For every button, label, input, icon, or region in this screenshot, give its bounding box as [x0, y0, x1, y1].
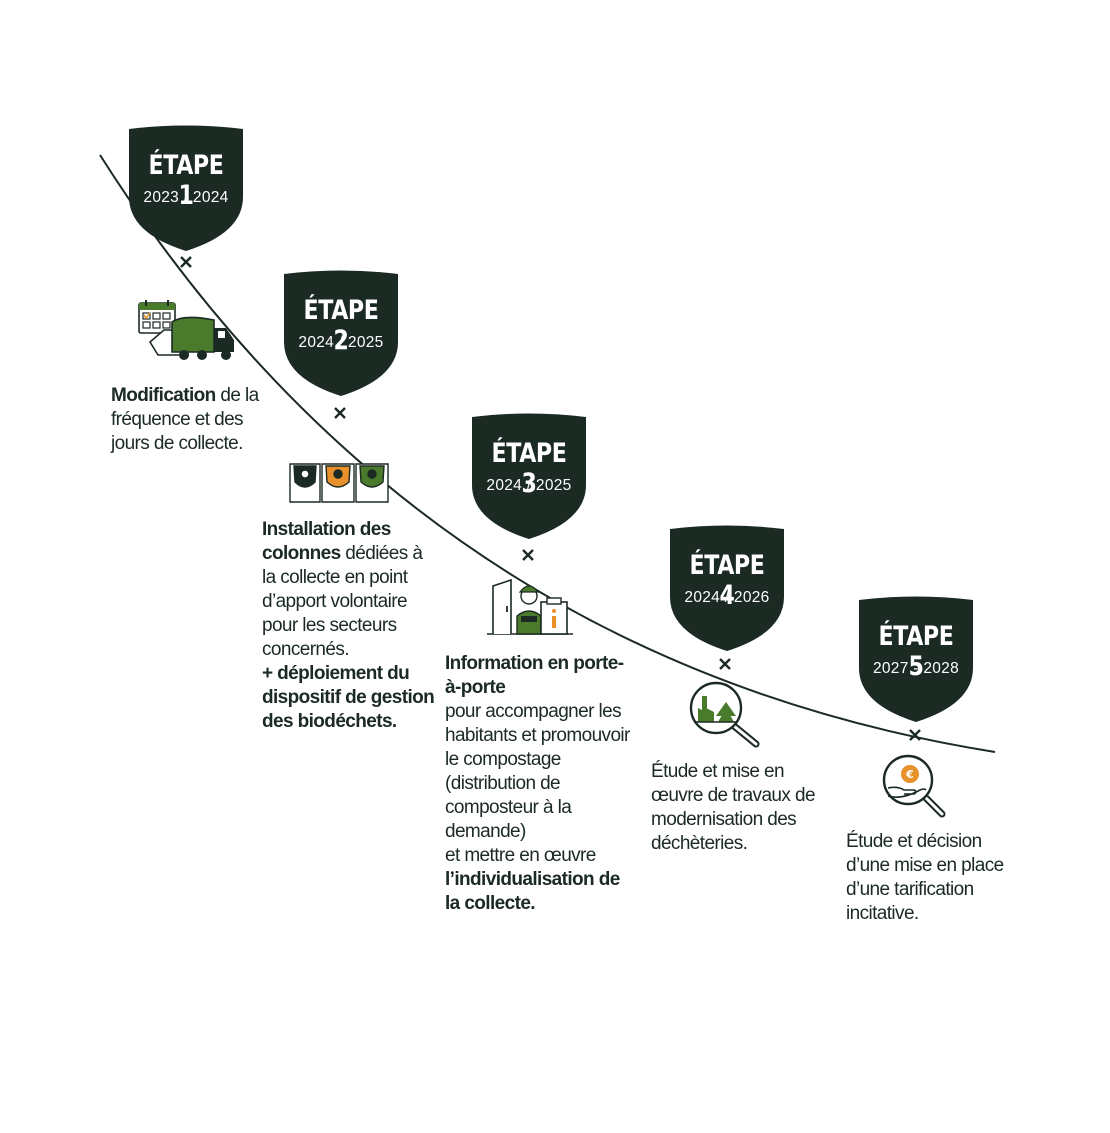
stage-1-title: ÉTAPE 1	[148, 150, 224, 211]
stage-2-badge: ÉTAPE 2 2024 / 2025	[282, 270, 400, 396]
stage-3-years: 2024 / 2025	[486, 477, 572, 494]
stage-1-years: 2023 / 2024	[143, 189, 229, 206]
garbage-truck-calendar-icon	[136, 300, 238, 367]
stage-5-years: 2027 - 2028	[872, 660, 960, 677]
magnifier-euro-icon: €	[880, 752, 950, 825]
stage-3-badge: ÉTAPE 3 2024 / 2025	[470, 413, 588, 539]
description-text-run: Étude et décision d’une mise en place d’…	[846, 831, 1004, 924]
stage-4-badge: ÉTAPE 4 2024 / 2026	[668, 525, 786, 651]
collection-bins-icon	[288, 460, 390, 509]
stage-2-description: Installation des colonnes dédiées à la c…	[262, 518, 437, 734]
stage-3-title: ÉTAPE 3	[491, 438, 567, 499]
description-text-run: et mettre en œuvre	[445, 845, 596, 866]
timeline-marker-3	[522, 549, 534, 561]
description-text-run: pour accompagner les habitants et promou…	[445, 701, 630, 842]
stage-5-title: ÉTAPE 5	[878, 621, 954, 682]
svg-text:€: €	[905, 768, 914, 781]
description-text-run: dédiées à la collecte en point d’apport …	[262, 543, 423, 660]
stage-4-description: Étude et mise en œuvre de travaux de mod…	[651, 760, 823, 856]
description-text-run: l’individualisation de la collecte.	[445, 869, 620, 914]
stage-4-years: 2024 / 2026	[684, 589, 770, 606]
description-text-run: Étude et mise en œuvre de travaux de mod…	[651, 761, 816, 854]
description-text-run: + déploiement du dispositif de gestion d…	[262, 663, 435, 732]
timeline-marker-1	[180, 256, 192, 268]
stage-1-badge: ÉTAPE 1 2023 / 2024	[127, 125, 245, 251]
description-text-run: Installation des colonnes	[262, 519, 391, 564]
door-to-door-agent-icon	[485, 576, 575, 643]
stage-1-description: Modification de la fréquence et des jour…	[111, 384, 261, 456]
description-text-run: Information en porte-à-porte	[445, 653, 624, 698]
timeline-marker-4	[719, 658, 731, 670]
magnifier-factory-icon	[688, 680, 764, 755]
timeline-marker-5	[909, 729, 921, 741]
description-text-run: de la fréquence et des jours de collecte…	[111, 385, 259, 454]
description-text-run: Modification	[111, 385, 216, 406]
stage-4-title: ÉTAPE 4	[689, 550, 765, 611]
timeline-marker-2	[334, 407, 346, 419]
stage-5-badge: ÉTAPE 5 2027 - 2028	[857, 596, 975, 722]
stage-2-title: ÉTAPE 2	[303, 295, 379, 356]
stage-2-years: 2024 / 2025	[298, 334, 384, 351]
timeline-markers	[180, 256, 921, 741]
stage-5-description: Étude et décision d’une mise en place d’…	[846, 830, 1016, 926]
